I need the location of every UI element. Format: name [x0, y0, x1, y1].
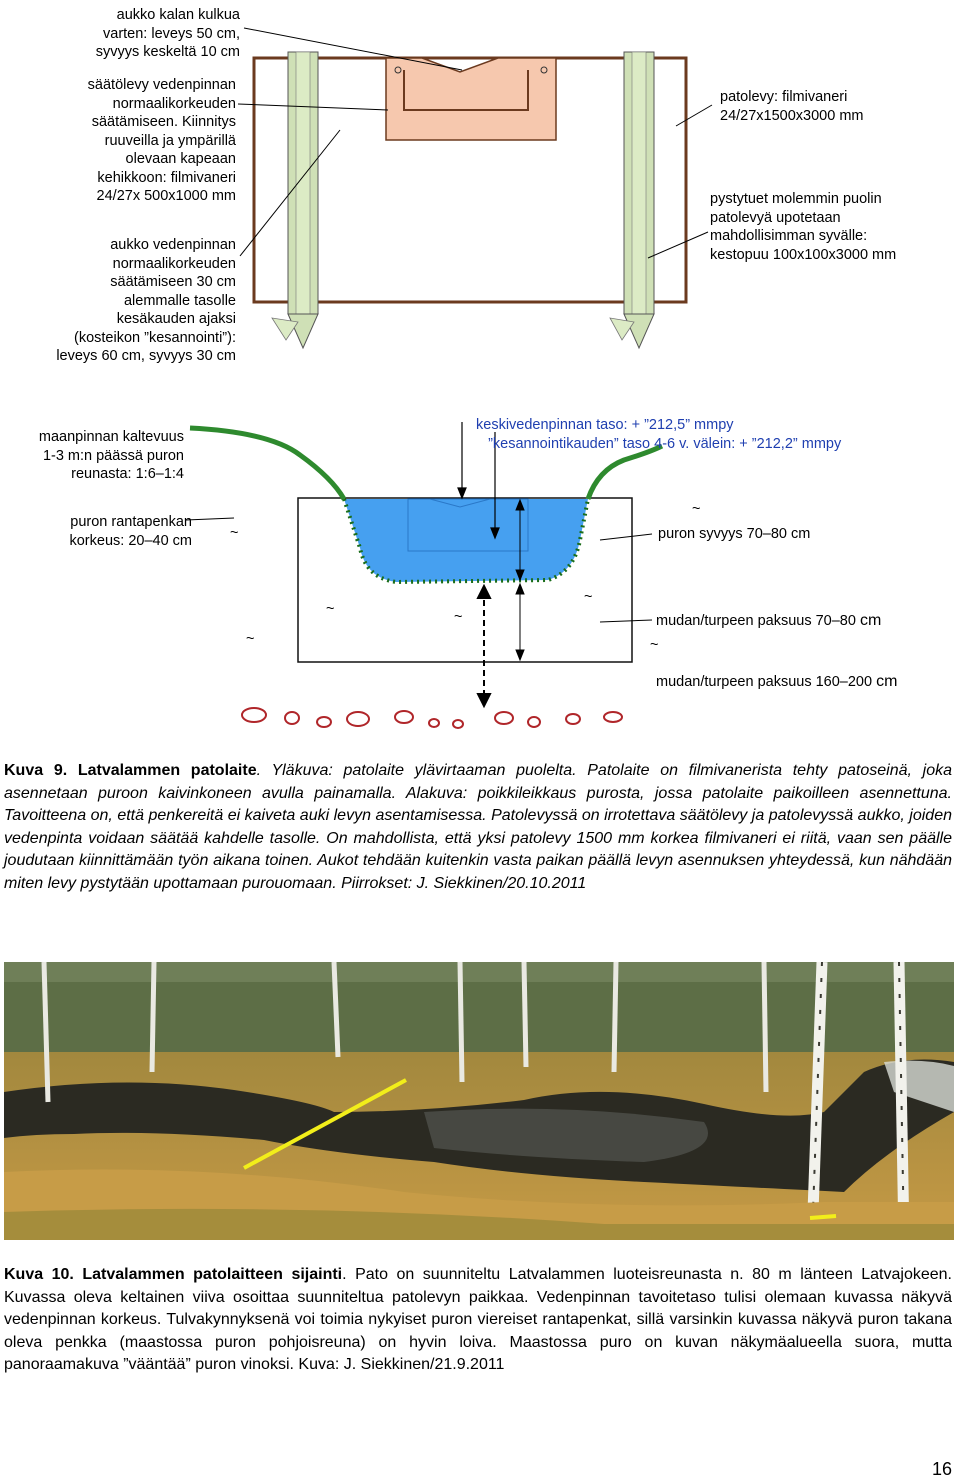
mud-deep-arrow	[476, 583, 492, 709]
label-depth: puron syvyys 70–80 cm	[658, 526, 811, 542]
label-bank-height: puron rantapenkan korkeus: 20–40 cm	[69, 514, 192, 549]
page-number: 16	[931, 1459, 952, 1479]
stones	[241, 707, 623, 729]
caption-10-title: Kuva 10. Latvalammen patolaitteen sijain…	[4, 1266, 343, 1283]
label-adjust-board: säätölevy vedenpinnan normaalikorkeuden …	[87, 77, 236, 204]
caption-10-text: . Pato on suunniteltu Latvalammen luotei…	[4, 1266, 952, 1374]
caption-figure-10: Kuva 10. Latvalammen patolaitteen sijain…	[4, 1264, 952, 1377]
adjust-board-section	[407, 498, 529, 552]
label-mud-2: mudan/turpeen paksuus 160–200 cm	[656, 673, 898, 690]
tilde-mark: ~	[230, 525, 239, 541]
label-water-opening: aukko vedenpinnan normaalikorkeuden säät…	[56, 237, 236, 364]
planned-dam-line	[243, 1078, 407, 1170]
label-water-level: keskivedenpinnan taso: + ”212,5” mmpy ”k…	[476, 417, 842, 452]
left-post	[271, 51, 319, 350]
tilde-mark: ~	[246, 631, 255, 647]
tilde-mark: ~	[692, 501, 701, 517]
right-post	[609, 51, 655, 350]
tilde-mark: ~	[584, 589, 593, 605]
screw-icon	[394, 66, 402, 74]
bank-right	[585, 443, 664, 500]
label-dam-board: patolevy: filmivaneri 24/27x1500x3000 mm	[720, 89, 864, 124]
caption-figure-9: Kuva 9. Latvalammen patolaite. Yläkuva: …	[4, 760, 952, 896]
label-slope: maanpinnan kaltevuus 1-3 m:n päässä puro…	[38, 429, 184, 482]
water-area	[344, 499, 588, 582]
adjust-frame	[403, 70, 529, 111]
stream-bed	[342, 498, 590, 585]
water-level-arrow	[457, 422, 500, 540]
label-mud-1: mudan/turpeen paksuus 70–80 cm	[656, 612, 882, 629]
bank-left	[189, 425, 347, 501]
adjust-board	[385, 57, 557, 141]
cross-section-diagram	[185, 422, 664, 729]
caption-9-text: . Yläkuva: patolaite ylävirtaaman puolel…	[4, 762, 952, 892]
stream-photo	[4, 962, 954, 1240]
tilde-mark: ~	[454, 609, 463, 625]
tilde-mark: ~	[650, 637, 659, 653]
dam-board-section	[297, 497, 633, 663]
mud-arrow	[515, 582, 525, 662]
screw-icon	[540, 66, 548, 74]
label-fish-opening: aukko kalan kulkua varten: leveys 50 cm,…	[95, 7, 240, 60]
dam-front-diagram	[237, 27, 713, 350]
stream-photo-drawing	[4, 962, 954, 1240]
depth-arrow	[515, 498, 525, 582]
label-posts: pystytuet molemmin puolin patolevyä upot…	[710, 191, 897, 263]
tilde-mark: ~	[326, 601, 335, 617]
caption-9-title: Kuva 9. Latvalammen patolaite	[4, 762, 257, 779]
